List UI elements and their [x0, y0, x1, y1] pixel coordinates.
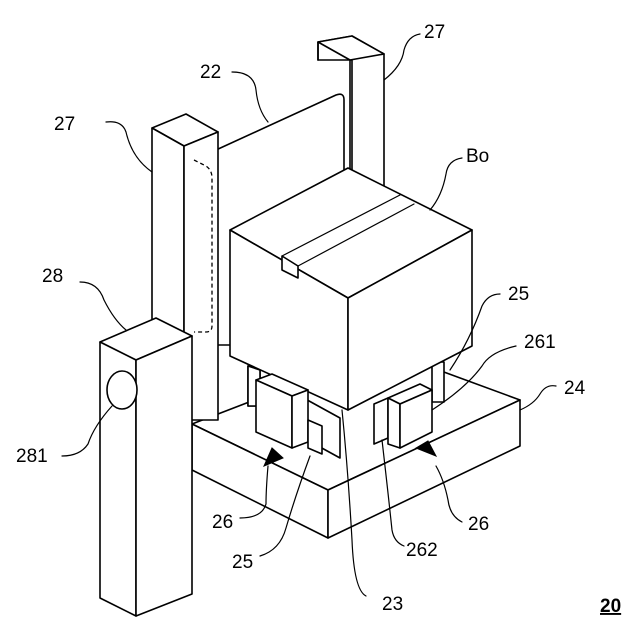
label-27-left: 27: [54, 114, 75, 135]
label-28: 28: [42, 266, 63, 287]
label-27-top: 27: [424, 22, 445, 43]
sensor-281: [107, 371, 137, 409]
label-262: 262: [406, 540, 438, 561]
label-22: 22: [200, 62, 221, 83]
label-281: 281: [16, 446, 48, 467]
label-24: 24: [564, 378, 586, 399]
label-23: 23: [382, 594, 403, 615]
figure-number: 20: [600, 596, 621, 617]
label-26-right: 26: [468, 514, 489, 535]
label-261: 261: [524, 332, 556, 353]
column-28: [100, 318, 192, 616]
label-26-left: 26: [212, 512, 233, 533]
label-25-bottom: 25: [232, 552, 253, 573]
label-25-right: 25: [508, 284, 529, 305]
label-bo: Bo: [466, 146, 489, 167]
